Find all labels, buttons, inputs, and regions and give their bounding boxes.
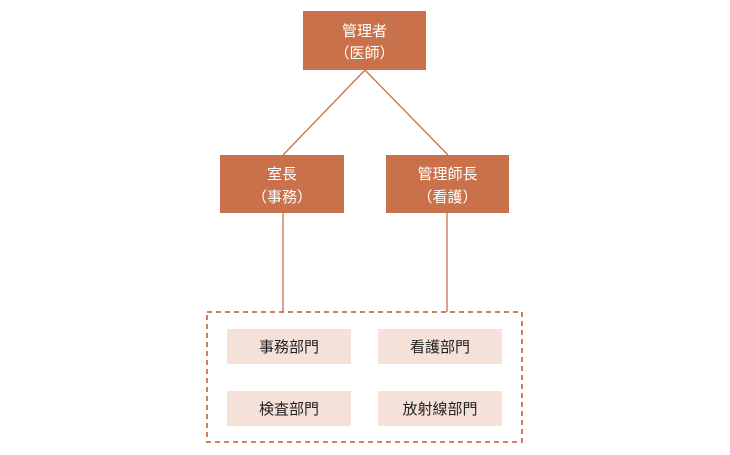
room-chief-node-subtitle: （事務） — [252, 188, 312, 206]
department-item: 放射線部門 — [378, 391, 502, 426]
connector-top-to-left — [282, 69, 366, 156]
department-label-lab: 検査部門 — [259, 400, 319, 418]
department-label-admin: 事務部門 — [259, 338, 319, 356]
head-nurse-node-subtitle: （看護） — [417, 188, 477, 206]
room-chief-node-box — [220, 155, 344, 213]
department-box-admin — [227, 329, 351, 364]
room-chief-node: 室長 （事務） — [220, 155, 344, 213]
department-item: 看護部門 — [378, 329, 502, 364]
department-box-nursing — [378, 329, 502, 364]
department-label-radiology: 放射線部門 — [402, 400, 477, 418]
manager-node-subtitle: （医師） — [334, 44, 394, 62]
department-box-lab — [227, 391, 351, 426]
department-box-radiology — [378, 391, 502, 426]
room-chief-node-title: 室長 — [267, 165, 297, 183]
head-nurse-node-box — [386, 155, 509, 213]
head-nurse-node: 管理師長 （看護） — [386, 155, 509, 213]
department-label-nursing: 看護部門 — [410, 338, 470, 356]
manager-node-title: 管理者 — [342, 22, 387, 40]
department-item: 検査部門 — [227, 391, 351, 426]
departments-frame — [206, 311, 523, 443]
connector-top-to-right — [364, 69, 449, 156]
manager-node: 管理者 （医師） — [303, 11, 426, 70]
head-nurse-node-title: 管理師長 — [417, 165, 477, 183]
department-item: 事務部門 — [227, 329, 351, 364]
manager-node-box — [303, 11, 426, 70]
